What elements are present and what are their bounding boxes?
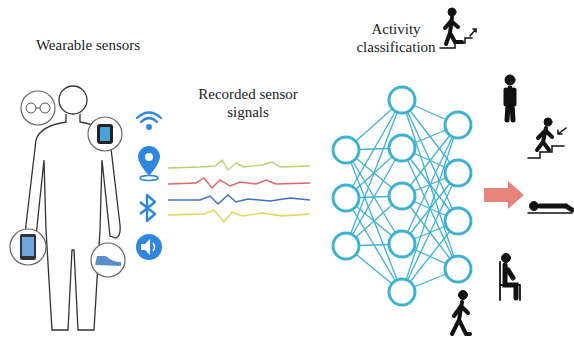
location-icon	[138, 146, 160, 181]
network-neuron	[389, 183, 415, 209]
sensor-signals	[168, 160, 310, 222]
shoe-icon	[91, 243, 125, 277]
text-label: Recorded sensor signals	[188, 85, 308, 121]
text-label: Activity classification	[341, 20, 451, 56]
text-label: Wearable sensors	[13, 36, 163, 54]
network-neuron	[445, 160, 471, 186]
network-neuron	[445, 208, 471, 234]
bluetooth-icon	[140, 195, 155, 221]
activity-figures	[440, 8, 572, 334]
watch-icon	[88, 117, 122, 151]
red-arrow	[484, 181, 524, 209]
network-link	[346, 100, 402, 246]
network-neuron	[445, 112, 471, 138]
network-neuron	[445, 256, 471, 282]
glasses-icon	[21, 91, 55, 125]
network-neuron	[333, 185, 359, 211]
network-neuron	[389, 279, 415, 305]
network-neuron	[333, 233, 359, 259]
network-neuron	[333, 137, 359, 163]
network-neuron	[389, 87, 415, 113]
network-neuron	[389, 135, 415, 161]
wifi-icon	[137, 113, 161, 129]
neural-network	[333, 87, 471, 305]
speaker-icon	[136, 234, 162, 260]
phone-icon	[10, 229, 46, 265]
network-neuron	[389, 231, 415, 257]
